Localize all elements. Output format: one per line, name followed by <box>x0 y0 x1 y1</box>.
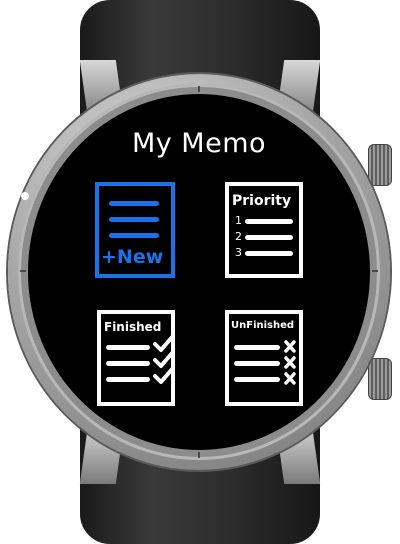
new-memo-icon <box>95 182 175 278</box>
priority-number-3: 3 <box>235 246 242 259</box>
priority-list-icon <box>225 182 303 278</box>
priority-button[interactable]: Priority 1 2 3 <box>225 182 303 278</box>
bezel-tick <box>198 86 200 92</box>
priority-number-2: 2 <box>235 230 242 243</box>
page-indicator-dot <box>21 192 29 200</box>
priority-label: Priority <box>232 193 292 209</box>
new-memo-label: +New <box>101 246 164 268</box>
unfinished-list-icon <box>225 310 303 406</box>
bezel-tick <box>372 270 378 272</box>
new-memo-button[interactable]: +New <box>95 182 175 278</box>
watch-screen <box>28 94 370 450</box>
priority-number-1: 1 <box>235 214 242 227</box>
crown-button-top[interactable] <box>368 144 392 186</box>
bezel-tick <box>198 452 200 458</box>
finished-list-icon <box>97 310 175 406</box>
unfinished-button[interactable]: UnFinished <box>225 310 303 406</box>
crown-button-bottom[interactable] <box>368 358 392 400</box>
bezel-tick <box>20 270 26 272</box>
finished-label: Finished <box>104 320 162 334</box>
unfinished-label: UnFinished <box>231 320 295 331</box>
finished-button[interactable]: Finished <box>97 310 177 406</box>
app-title: My Memo <box>131 128 267 159</box>
